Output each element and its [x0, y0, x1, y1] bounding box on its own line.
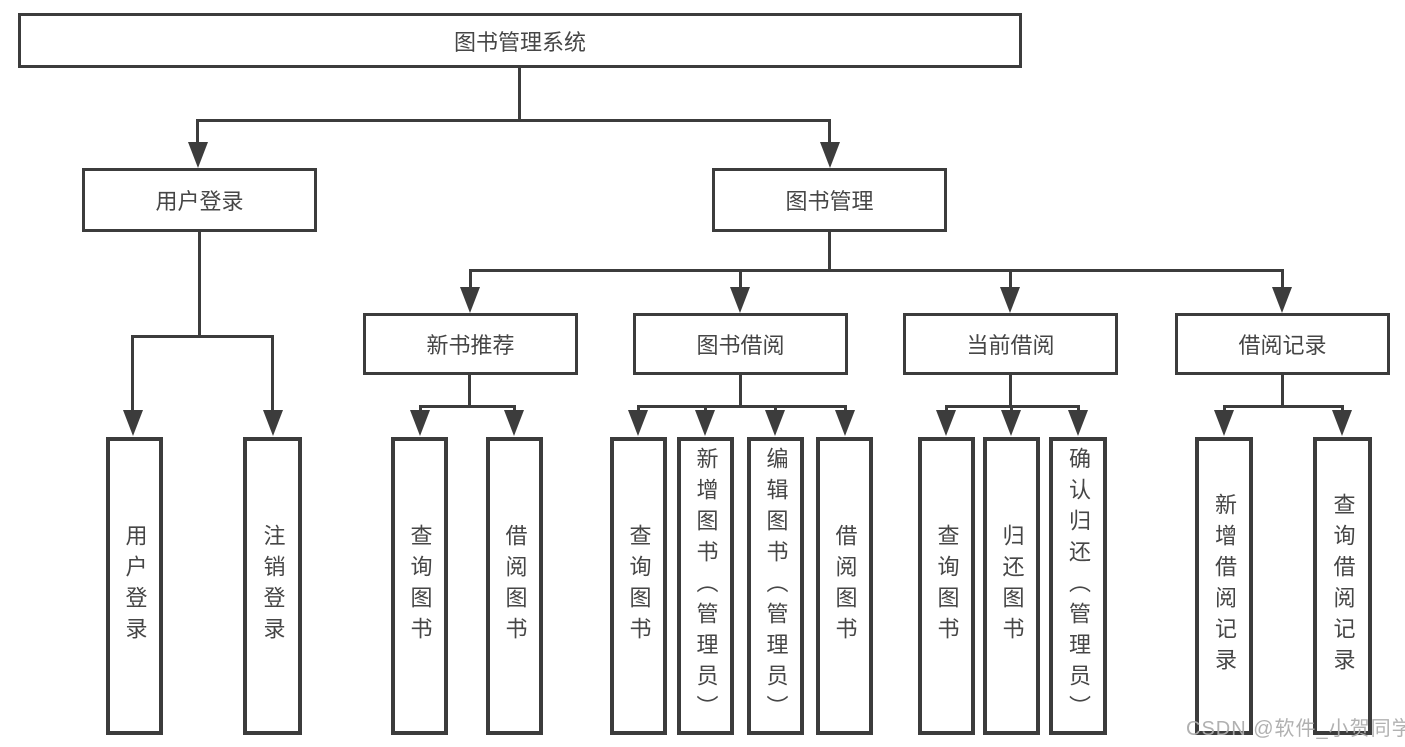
node-current-borrowing: 当前借阅	[903, 313, 1118, 375]
leaf-borrowing-borrow-books: 借阅图书	[816, 437, 873, 735]
arrow-down-icon	[1272, 287, 1292, 313]
arrow-down-icon	[765, 410, 785, 436]
leaf-logout-label: 注销登录	[260, 524, 286, 648]
leaf-add-books-admin: 新增图书（管理员）	[677, 437, 734, 735]
connector-line	[1009, 269, 1012, 291]
arrow-down-icon	[1332, 410, 1352, 436]
csdn-watermark: CSDN @软件_小贺同学	[1186, 718, 1405, 740]
node-book-management-label: 图书管理	[785, 189, 874, 214]
connector-line	[518, 66, 521, 121]
arrow-down-icon	[1214, 410, 1234, 436]
connector-line	[196, 119, 199, 147]
leaf-user-login: 用户登录	[106, 437, 163, 735]
connector-line	[1223, 405, 1344, 408]
connector-line	[131, 335, 274, 338]
arrow-down-icon	[835, 410, 855, 436]
leaf-confirm-return-admin: 确认归还（管理员）	[1049, 437, 1107, 735]
connector-line	[1009, 373, 1012, 408]
connector-line	[198, 230, 201, 338]
arrow-down-icon	[504, 410, 524, 436]
arrow-down-icon	[410, 410, 430, 436]
arrow-down-icon	[188, 142, 208, 168]
arrow-down-icon	[695, 410, 715, 436]
leaf-add-books-admin-label: 新增图书（管理员）	[693, 446, 719, 726]
connector-line	[828, 230, 831, 272]
arrow-down-icon	[730, 287, 750, 313]
connector-line	[469, 269, 1284, 272]
node-borrowing-records-label: 借阅记录	[1238, 333, 1327, 358]
leaf-borrowing-search-books-label: 查询图书	[626, 524, 652, 648]
connector-line	[469, 269, 472, 291]
leaf-user-login-label: 用户登录	[122, 524, 148, 648]
arrow-down-icon	[628, 410, 648, 436]
node-book-management: 图书管理	[712, 168, 947, 232]
arrow-down-icon	[123, 410, 143, 436]
connector-line	[197, 119, 831, 122]
leaf-edit-books-admin-label: 编辑图书（管理员）	[763, 446, 789, 726]
arrow-down-icon	[1001, 410, 1021, 436]
arrow-down-icon	[820, 142, 840, 168]
connector-line	[1281, 373, 1284, 408]
leaf-search-borrow-record: 查询借阅记录	[1313, 437, 1372, 735]
connector-line	[131, 335, 134, 415]
node-book-borrowing: 图书借阅	[633, 313, 848, 375]
arrow-down-icon	[1068, 410, 1088, 436]
connector-line	[739, 269, 742, 291]
arrow-down-icon	[1000, 287, 1020, 313]
leaf-newrec-search-books-label: 查询图书	[407, 524, 433, 648]
leaf-newrec-borrow-books: 借阅图书	[486, 437, 543, 735]
leaf-add-borrow-record-label: 新增借阅记录	[1212, 493, 1237, 679]
leaf-borrowing-borrow-books-label: 借阅图书	[832, 524, 858, 648]
connector-line	[637, 405, 847, 408]
leaf-return-books-label: 归还图书	[999, 524, 1025, 648]
node-user-login: 用户登录	[82, 168, 317, 232]
arrow-down-icon	[263, 410, 283, 436]
leaf-return-books: 归还图书	[983, 437, 1040, 735]
leaf-confirm-return-admin-label: 确认归还（管理员）	[1066, 446, 1091, 726]
node-borrowing-records: 借阅记录	[1175, 313, 1390, 375]
connector-line	[419, 405, 516, 408]
leaf-current-search-books: 查询图书	[918, 437, 975, 735]
connector-line	[468, 373, 471, 408]
leaf-newrec-search-books: 查询图书	[391, 437, 448, 735]
node-book-borrowing-label: 图书借阅	[696, 333, 785, 358]
arrow-down-icon	[460, 287, 480, 313]
node-user-login-label: 用户登录	[155, 189, 244, 214]
connector-line	[271, 335, 274, 415]
node-current-borrowing-label: 当前借阅	[966, 333, 1055, 358]
connector-line	[739, 373, 742, 408]
node-root-title-label: 图书管理系统	[453, 29, 586, 55]
leaf-borrowing-search-books: 查询图书	[610, 437, 667, 735]
node-root-title: 图书管理系统	[18, 13, 1022, 68]
leaf-edit-books-admin: 编辑图书（管理员）	[747, 437, 804, 735]
leaf-current-search-books-label: 查询图书	[934, 524, 960, 648]
leaf-newrec-borrow-books-label: 借阅图书	[502, 524, 528, 648]
connector-line	[828, 119, 831, 147]
connector-line	[1281, 269, 1284, 291]
leaf-search-borrow-record-label: 查询借阅记录	[1330, 493, 1356, 679]
arrow-down-icon	[936, 410, 956, 436]
leaf-logout: 注销登录	[243, 437, 302, 735]
leaf-add-borrow-record: 新增借阅记录	[1195, 437, 1253, 735]
node-new-book-recommend: 新书推荐	[363, 313, 578, 375]
node-new-book-recommend-label: 新书推荐	[426, 333, 515, 358]
